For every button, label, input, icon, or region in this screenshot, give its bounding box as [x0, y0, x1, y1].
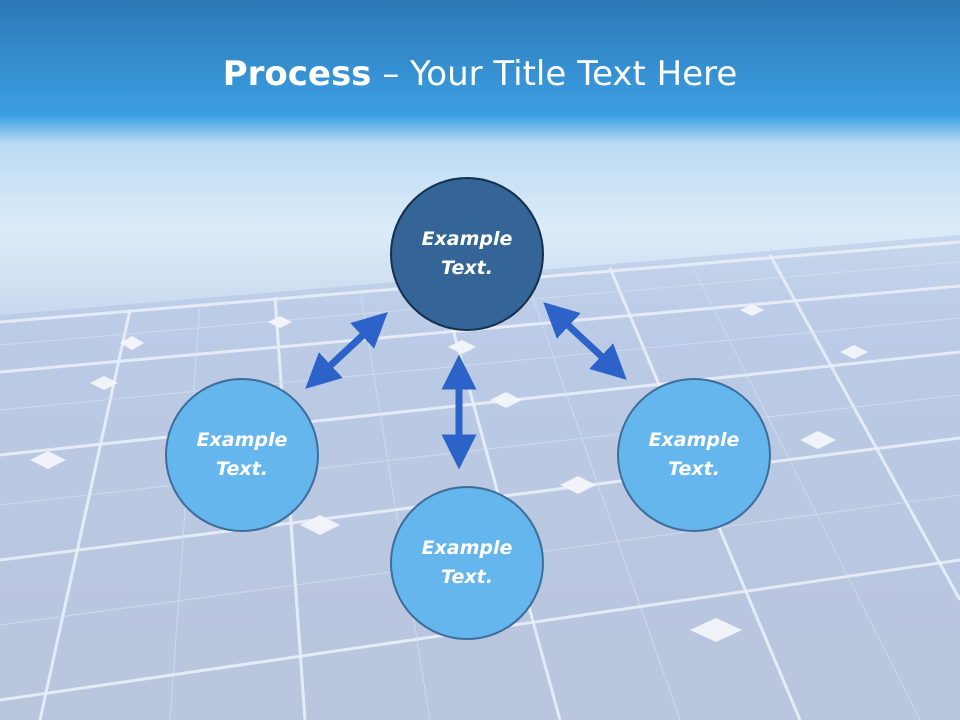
arrow-center-right — [543, 302, 627, 380]
left-circle-label: Example Text. — [196, 429, 288, 480]
right-circle-label: Example Text. — [648, 429, 740, 480]
bottom-circle: Example Text. — [390, 486, 544, 640]
slide-title: Process – Your Title Text Here — [0, 52, 960, 96]
left-circle: Example Text. — [165, 378, 319, 532]
center-circle: Example Text. — [390, 177, 544, 331]
bottom-circle-label: Example Text. — [421, 537, 513, 588]
center-circle-label: Example Text. — [421, 228, 513, 279]
arrow-center-left — [305, 312, 388, 389]
title-bold: Process — [222, 54, 372, 94]
title-rest: – Your Title Text Here — [371, 54, 738, 94]
right-circle: Example Text. — [617, 378, 771, 532]
